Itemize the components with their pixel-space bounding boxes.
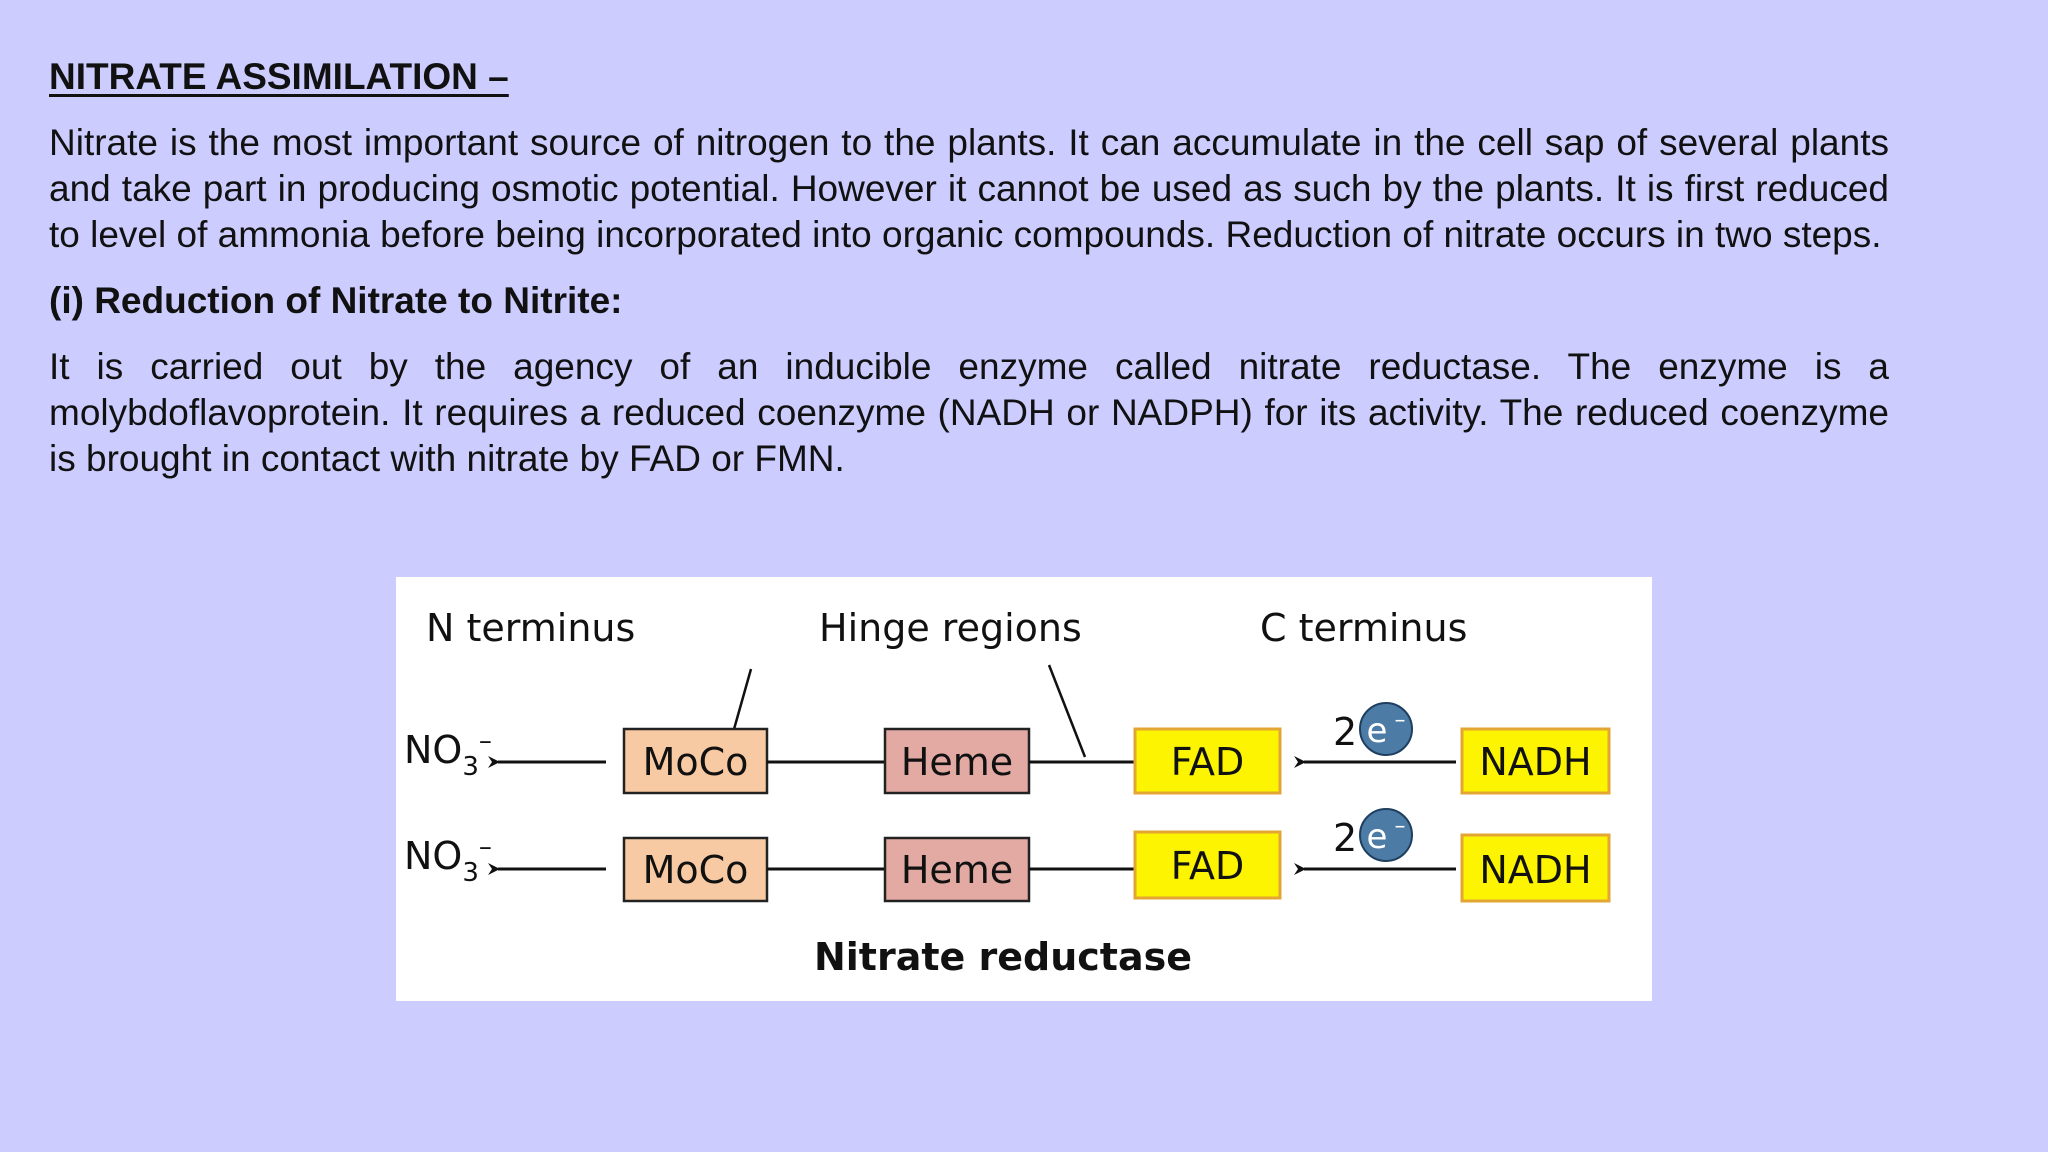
heme-label: Heme [901, 740, 1013, 784]
fad-label: FAD [1171, 740, 1245, 784]
n-terminus-label: N terminus [426, 606, 635, 650]
nitrate-label: NO3– [404, 832, 492, 888]
nitrate-label: NO3– [404, 726, 492, 782]
hinge-pointer-right [1047, 664, 1087, 758]
hinge-regions-label: Hinge regions [819, 606, 1082, 650]
electron-charge: – [1395, 814, 1406, 839]
step-paragraph: It is carried out by the agency of an in… [49, 346, 1889, 479]
fad-box [1133, 727, 1282, 795]
nadh-label: NADH [1479, 848, 1591, 892]
heme-box [883, 727, 1031, 795]
c-terminus-label: C terminus [1260, 606, 1467, 650]
diagram-caption: Nitrate reductase [814, 935, 1192, 979]
nadh-box [1460, 833, 1611, 903]
page-title: NITRATE ASSIMILATION – [49, 56, 509, 97]
electron-symbol: e [1367, 711, 1388, 751]
electron-count: 2 [1333, 816, 1357, 860]
subunit-row-1: NO3– MoCo Heme FAD 2 e – NADH [404, 702, 1611, 795]
diagram-svg: N terminus Hinge regions C terminus NO3–… [404, 606, 1611, 979]
heme-box [883, 836, 1031, 903]
subunit-row-2: NO3– MoCo Heme FAD 2 e – NADH [404, 808, 1611, 903]
intro-paragraph: Nitrate is the most important source of … [49, 122, 1889, 255]
text-content: NITRATE ASSIMILATION – Nitrate is the mo… [49, 52, 1889, 482]
electron-symbol: e [1367, 817, 1388, 857]
nadh-box [1460, 727, 1611, 795]
fad-label: FAD [1171, 844, 1245, 888]
heme-label: Heme [901, 848, 1013, 892]
fad-box [1133, 830, 1282, 900]
electron-count: 2 [1333, 710, 1357, 754]
nadh-label: NADH [1479, 740, 1591, 784]
electron-charge: – [1395, 708, 1406, 733]
nitrate-reductase-diagram: N terminus Hinge regions C terminus NO3–… [396, 577, 1652, 1001]
electron-icon [1359, 702, 1413, 756]
moco-label: MoCo [643, 848, 749, 892]
moco-label: MoCo [643, 740, 749, 784]
electron-icon [1359, 808, 1413, 862]
step-heading: (i) Reduction of Nitrate to Nitrite: [49, 280, 623, 321]
moco-box [622, 836, 769, 903]
